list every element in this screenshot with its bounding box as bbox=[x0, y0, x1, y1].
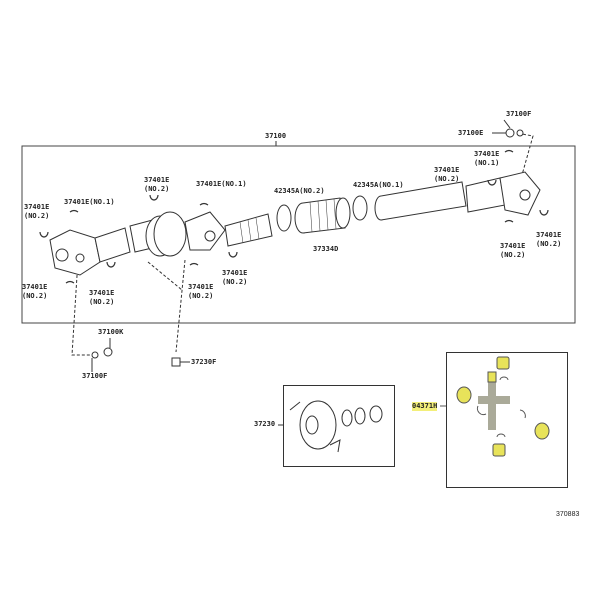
front-yoke bbox=[49, 229, 101, 276]
callout-37401e-no2[interactable]: 37401E(NO.2) bbox=[22, 283, 47, 301]
callout-04371h-highlighted[interactable]: 04371H bbox=[412, 402, 438, 411]
callout-37401e-no2[interactable]: 37401E(NO.2) bbox=[24, 203, 49, 221]
callout-37100f[interactable]: 37100F bbox=[506, 110, 532, 118]
part-variant: (NO.2) bbox=[22, 292, 48, 300]
part-number: 37401E bbox=[536, 231, 562, 239]
callout-37100e[interactable]: 37100E bbox=[458, 129, 484, 137]
callout-37230f[interactable]: 37230F bbox=[191, 358, 217, 366]
part-number: 37401E bbox=[434, 166, 460, 174]
part-variant: (NO.2) bbox=[434, 175, 460, 183]
part-number: 37401E bbox=[222, 269, 248, 277]
callout-37401e-no2[interactable]: 37401E(NO.2) bbox=[500, 242, 525, 260]
figure-id: 370883 bbox=[556, 511, 580, 518]
callout-37401e-no2[interactable]: 37401E(NO.2) bbox=[536, 231, 561, 249]
part-variant: (NO.2) bbox=[188, 292, 214, 300]
kit-box-04371h bbox=[446, 352, 568, 488]
part-variant: (NO.2) bbox=[89, 298, 115, 306]
callout-42345a-no2[interactable]: 42345A(NO.2) bbox=[274, 187, 325, 195]
assembly-label[interactable]: 37100 bbox=[265, 132, 287, 140]
kit-box-37230 bbox=[283, 385, 395, 467]
callout-37100k[interactable]: 37100K bbox=[98, 328, 124, 336]
part-variant: (NO.2) bbox=[144, 185, 170, 193]
part-variant: (NO.2) bbox=[24, 212, 50, 220]
part-number: 37401E bbox=[188, 283, 214, 291]
callout-37334d[interactable]: 37334D bbox=[313, 245, 339, 253]
part-number: 37401E bbox=[24, 203, 50, 211]
boot-37334D bbox=[294, 197, 351, 234]
center-bearing-37230 bbox=[278, 400, 383, 453]
part-variant: (NO.2) bbox=[500, 251, 526, 259]
part-number: 37401E bbox=[474, 150, 500, 158]
callout-37401e-no2[interactable]: 37401E(NO.2) bbox=[222, 269, 247, 287]
callout-37401e-no2[interactable]: 37401E(NO.2) bbox=[188, 283, 213, 301]
part-number: 37401E bbox=[500, 242, 526, 250]
part-variant: (NO.1) bbox=[474, 159, 500, 167]
callout-37100f[interactable]: 37100F bbox=[82, 372, 108, 380]
universal-joint-kit bbox=[440, 356, 550, 457]
callout-37401e-no2[interactable]: 37401E(NO.2) bbox=[144, 176, 169, 194]
callout-37401e-no1[interactable]: 37401E(NO.1) bbox=[196, 180, 247, 188]
callout-37230[interactable]: 37230 bbox=[254, 420, 276, 428]
callout-37401e-no2[interactable]: 37401E(NO.2) bbox=[434, 166, 459, 184]
callout-37401e-no1[interactable]: 37401E(NO.1) bbox=[474, 150, 499, 168]
callout-37401e-no1[interactable]: 37401E(NO.1) bbox=[64, 198, 115, 206]
callout-42345a-no1[interactable]: 42345A(NO.1) bbox=[353, 181, 404, 189]
part-number: 37401E bbox=[89, 289, 115, 297]
part-number: 37401E bbox=[144, 176, 170, 184]
part-variant: (NO.2) bbox=[222, 278, 248, 286]
part-variant: (NO.2) bbox=[536, 240, 562, 248]
callout-37401e-no2[interactable]: 37401E(NO.2) bbox=[89, 289, 114, 307]
part-number: 37401E bbox=[22, 283, 48, 291]
